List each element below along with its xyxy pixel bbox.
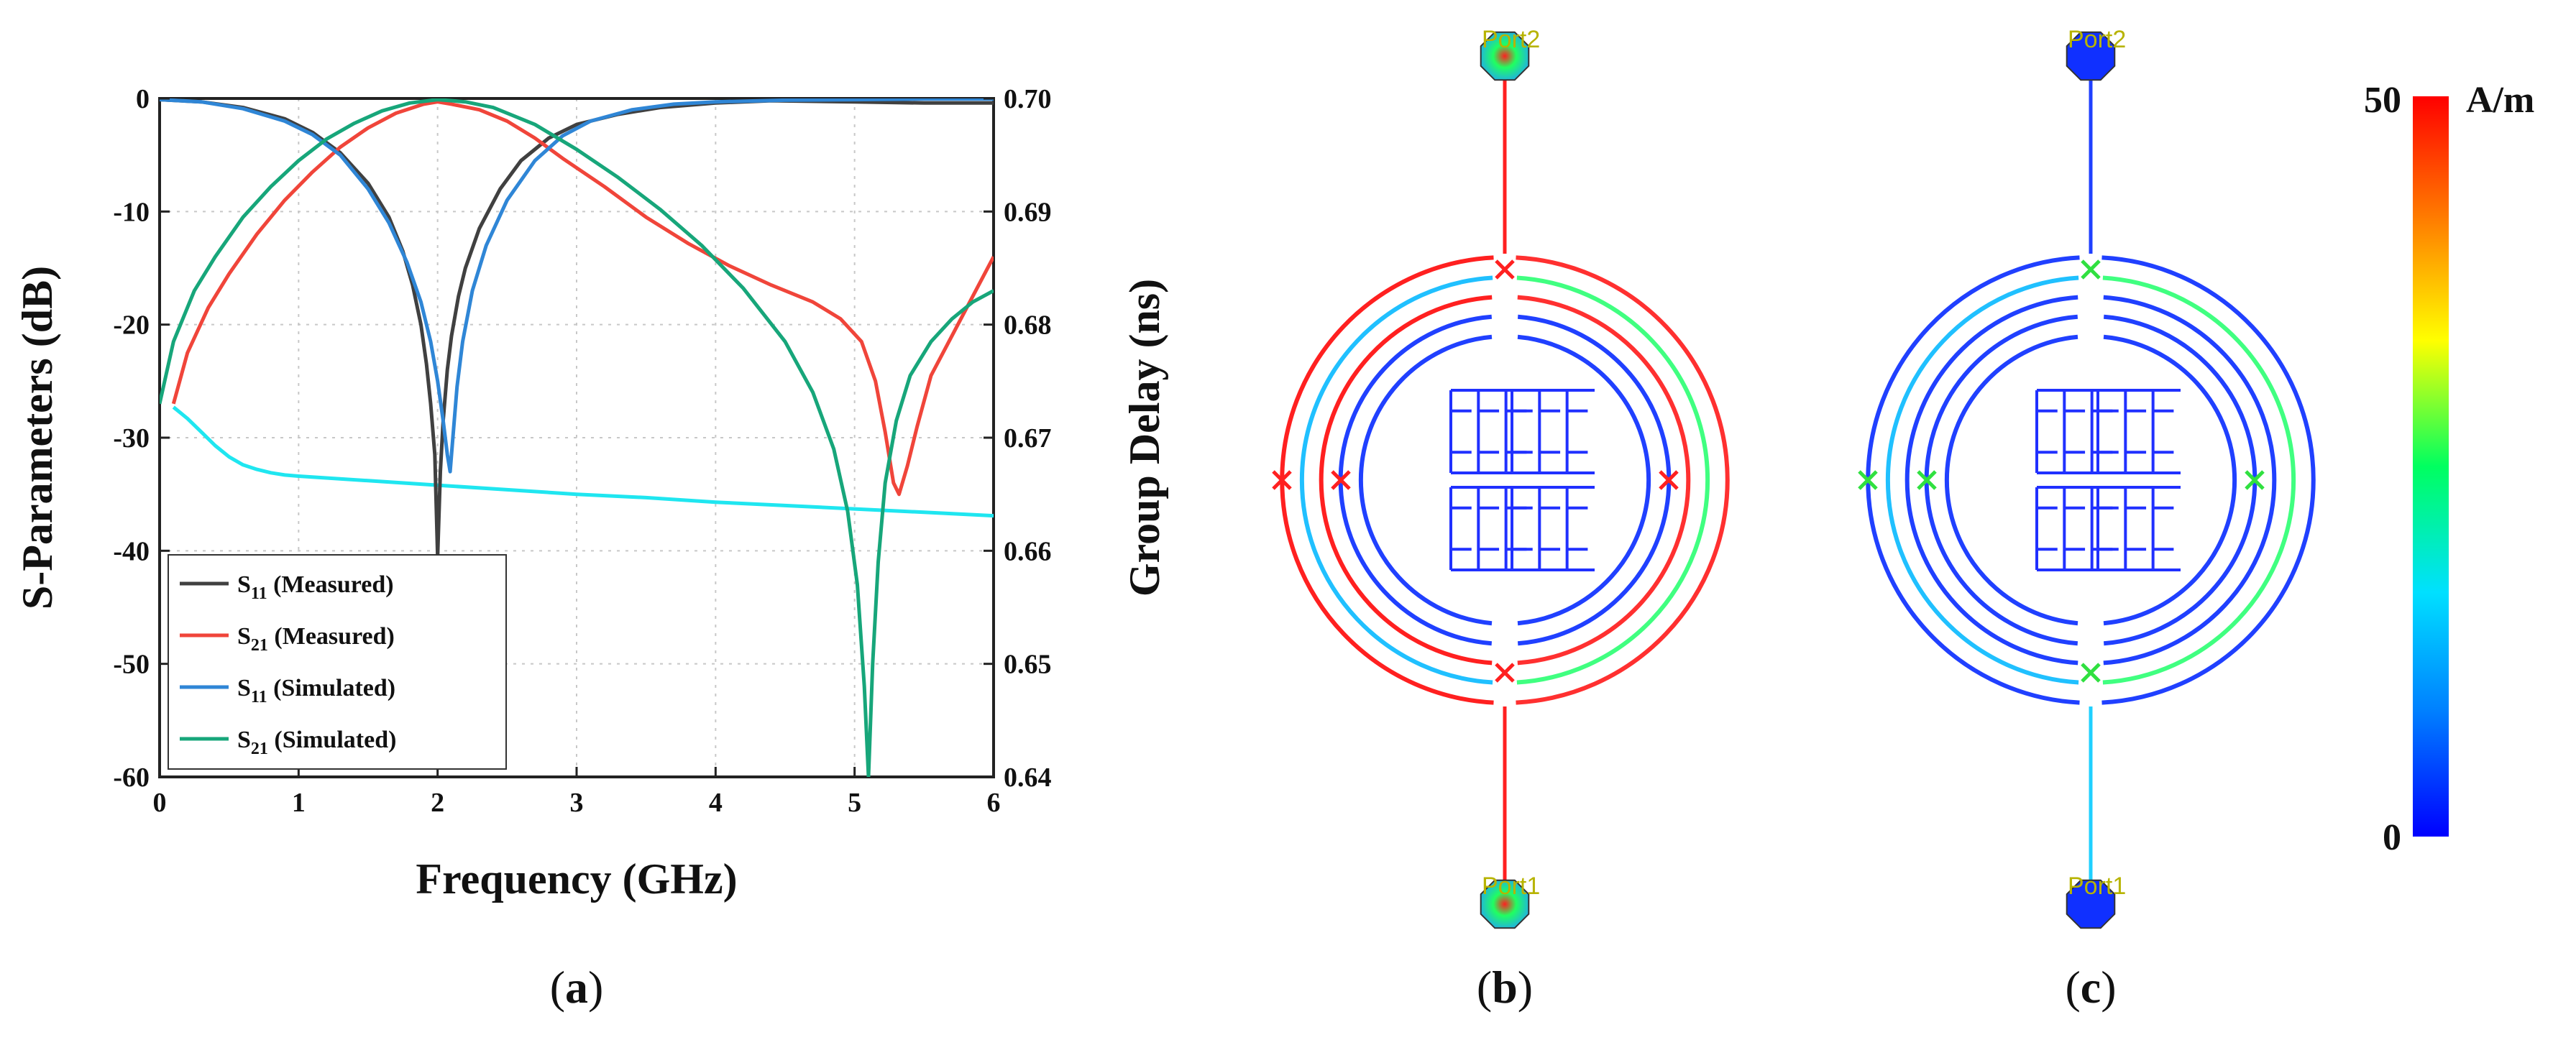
coupling-marker bbox=[1917, 470, 1937, 490]
panel-label-b: (b) bbox=[1477, 962, 1533, 1013]
legend-label: S11 (Simulated) bbox=[237, 675, 395, 706]
coupling-marker bbox=[2081, 663, 2101, 683]
fractal-cell bbox=[1449, 486, 1534, 571]
y-tick-label: -50 bbox=[113, 650, 150, 680]
ring-arc bbox=[1516, 275, 1710, 685]
y2-tick-label: 0.67 bbox=[1004, 423, 1052, 454]
ring-arc bbox=[1358, 334, 1493, 626]
fractal-cell bbox=[2096, 486, 2181, 571]
legend-label: S21 (Simulated) bbox=[237, 727, 396, 758]
ring-arc bbox=[1517, 295, 1691, 666]
ring-arc bbox=[1516, 255, 1730, 705]
x-tick-label: 4 bbox=[709, 788, 723, 818]
ring-arc bbox=[1905, 295, 2078, 666]
coupling-marker bbox=[1659, 470, 1679, 490]
coupling-marker bbox=[1331, 470, 1351, 490]
x-tick-label: 3 bbox=[570, 788, 584, 818]
colorbar: 50 A/m 0 bbox=[2364, 80, 2534, 858]
y2-tick-label: 0.66 bbox=[1004, 536, 1052, 566]
ring-arc bbox=[2101, 255, 2316, 705]
fractal-cell bbox=[1511, 486, 1595, 571]
x-tick-label: 2 bbox=[431, 788, 444, 818]
legend: S11 (Measured) S21 (Measured) S11 (Simulat… bbox=[168, 554, 507, 770]
fractal-cell bbox=[1511, 389, 1595, 474]
port-label-top: Port2 bbox=[1482, 26, 1540, 53]
y-tick-label: -20 bbox=[113, 310, 150, 341]
panel-label-a: (a) bbox=[550, 962, 604, 1013]
x-tick-label: 1 bbox=[292, 788, 306, 818]
port-pad-top bbox=[2066, 31, 2116, 81]
fractal-cell bbox=[2035, 486, 2119, 571]
port-pad-bottom bbox=[1480, 879, 1530, 929]
legend-label: S21 (Measured) bbox=[237, 623, 395, 655]
y-tick-label: -30 bbox=[113, 423, 150, 454]
x-axis-title: Frequency (GHz) bbox=[416, 855, 737, 903]
coupling-marker bbox=[1272, 470, 1292, 490]
port-label-bottom: Port1 bbox=[2068, 873, 2126, 900]
y2-tick-label: 0.65 bbox=[1004, 650, 1052, 680]
y-tick-label: -10 bbox=[113, 197, 150, 227]
series-line bbox=[160, 98, 994, 474]
axis-ticks: 0 1 2 3 4 5 6 0 -10 -20 -30 -40 -50 -60 0.70 0.69 0.68 0.… bbox=[113, 84, 1051, 818]
port-label-top: Port2 bbox=[2068, 26, 2126, 53]
ring-arc bbox=[1885, 275, 2079, 685]
fractal-cell bbox=[1449, 389, 1534, 474]
coupling-marker bbox=[1858, 470, 1878, 490]
x-tick-label: 6 bbox=[987, 788, 1001, 818]
ring-arc bbox=[2102, 275, 2296, 685]
ring-arc bbox=[2103, 334, 2237, 626]
ring-arc bbox=[1866, 255, 2080, 705]
ring-arc bbox=[2103, 295, 2277, 666]
port-pad-bottom bbox=[2066, 879, 2116, 929]
colorbar-unit-label: A/m bbox=[2466, 80, 2534, 121]
y-tick-label: 0 bbox=[136, 84, 150, 114]
ring-arc bbox=[1299, 275, 1493, 685]
panel-label-c: (c) bbox=[2065, 962, 2116, 1013]
y-tick-label: -60 bbox=[113, 763, 150, 793]
colorbar-min-label: 0 bbox=[2383, 817, 2401, 858]
s-parameter-chart: 0 1 2 3 4 5 6 0 -10 -20 -30 -40 -50 -60 0.70 0.69 0.68 0.… bbox=[14, 84, 1168, 1013]
fractal-cell bbox=[2096, 389, 2181, 474]
ring-arc bbox=[1944, 334, 2078, 626]
coupling-marker bbox=[2245, 470, 2265, 490]
coupling-marker bbox=[1495, 663, 1515, 683]
colorbar-gradient bbox=[2413, 96, 2449, 837]
coupling-marker bbox=[2081, 259, 2101, 280]
x-tick-label: 0 bbox=[153, 788, 167, 818]
ring-arc bbox=[1517, 334, 1651, 626]
series-line bbox=[172, 405, 994, 518]
y2-tick-label: 0.70 bbox=[1004, 84, 1052, 114]
y-axis-title: S-Parameters (dB) bbox=[14, 266, 61, 609]
series-line bbox=[171, 100, 994, 497]
y2-tick-label: 0.69 bbox=[1004, 197, 1052, 227]
legend-box bbox=[168, 554, 507, 770]
ring-arc bbox=[1319, 295, 1493, 666]
coupling-marker bbox=[1495, 259, 1515, 280]
x-tick-label: 5 bbox=[848, 788, 861, 818]
port-pad-top bbox=[1480, 31, 1530, 81]
y2-tick-label: 0.68 bbox=[1004, 310, 1052, 341]
colorbar-max-label: 50 bbox=[2364, 80, 2401, 121]
ring-arc bbox=[1280, 255, 1494, 705]
y-tick-label: -40 bbox=[113, 536, 150, 566]
series-line bbox=[160, 98, 994, 777]
series-layer bbox=[160, 98, 994, 777]
legend-label: S11 (Measured) bbox=[237, 571, 394, 603]
port-label-bottom: Port1 bbox=[1482, 873, 1540, 900]
y2-axis-title: Group Delay (ns) bbox=[1121, 279, 1168, 597]
y2-tick-label: 0.64 bbox=[1004, 763, 1052, 793]
fractal-cell bbox=[2035, 389, 2119, 474]
